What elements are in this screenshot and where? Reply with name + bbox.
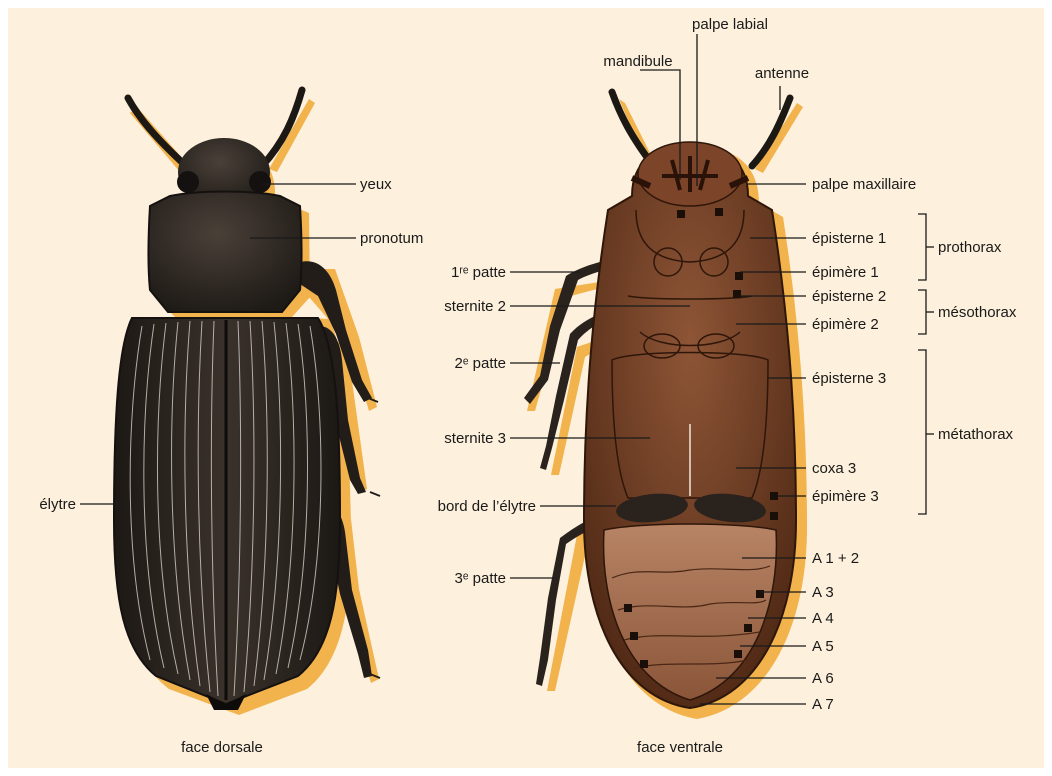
- ventral-antenna-left: [612, 92, 652, 164]
- pronotum-shape: [149, 192, 302, 313]
- label-a6: A 6: [812, 670, 834, 687]
- label-coxa-3: coxa 3: [812, 460, 856, 477]
- label-episterne-2: épisterne 2: [812, 288, 886, 305]
- label-episterne-1: épisterne 1: [812, 230, 886, 247]
- label-a1-2: A 1 + 2: [812, 550, 859, 567]
- label-bord-elytre: bord de l’élytre: [438, 498, 536, 515]
- caption-dorsal: face dorsale: [181, 739, 263, 756]
- label-episterne-3: épisterne 3: [812, 370, 886, 387]
- label-epimere-3: épimère 3: [812, 488, 879, 505]
- group-prothorax: prothorax: [938, 239, 1002, 256]
- label-patte-3: 3ᵉ patte: [455, 570, 506, 587]
- label-a3: A 3: [812, 584, 834, 601]
- label-a5: A 5: [812, 638, 834, 655]
- group-metathorax: métathorax: [938, 426, 1014, 443]
- label-patte-2: 2ᵉ patte: [455, 355, 506, 372]
- label-elytre: élytre: [39, 496, 76, 513]
- eye-right: [249, 171, 271, 193]
- dorsal-antenna-left: [128, 98, 186, 166]
- label-patte-1: 1ʳᵉ patte: [451, 264, 506, 281]
- label-epimere-1: épimère 1: [812, 264, 879, 281]
- label-a7: A 7: [812, 696, 834, 713]
- label-a4: A 4: [812, 610, 834, 627]
- label-mandibule: mandibule: [603, 53, 672, 70]
- label-palpe-labial: palpe labial: [692, 16, 768, 33]
- label-antenne: antenne: [755, 65, 809, 82]
- label-yeux: yeux: [360, 176, 392, 193]
- label-palpe-maxillaire: palpe maxillaire: [812, 176, 916, 193]
- ventral-beetle: [524, 92, 807, 719]
- caption-ventral: face ventrale: [637, 739, 723, 756]
- group-mesothorax: mésothorax: [938, 304, 1017, 321]
- label-sternite-3: sternite 3: [444, 430, 506, 447]
- label-epimere-2: épimère 2: [812, 316, 879, 333]
- label-pronotum: pronotum: [360, 230, 423, 247]
- eye-left: [177, 171, 199, 193]
- label-sternite-2: sternite 2: [444, 298, 506, 315]
